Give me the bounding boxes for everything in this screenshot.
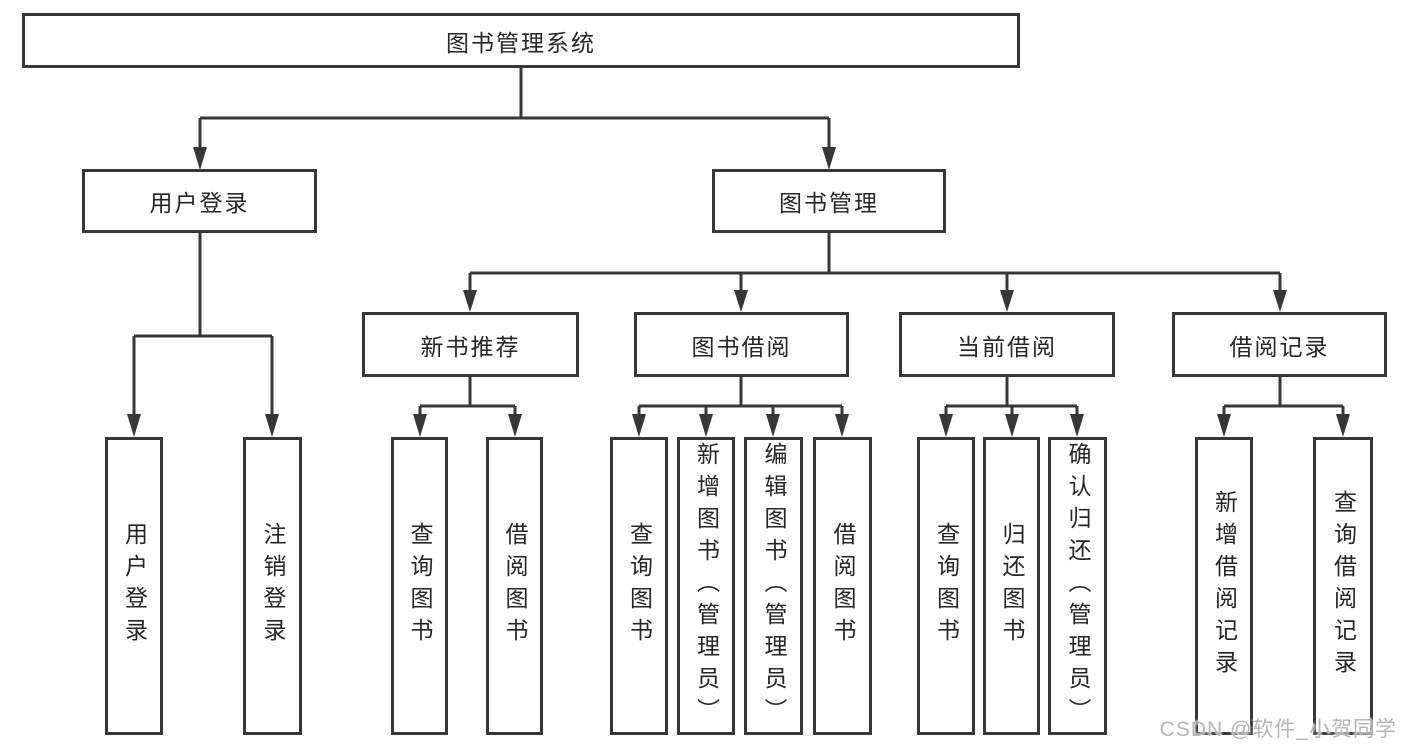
arrow-down-icon — [127, 414, 141, 437]
arrow-down-icon — [1070, 414, 1084, 437]
connector-records-children — [1222, 377, 1345, 416]
node-library-system: 图书管理系统 — [22, 13, 1020, 68]
arrow-down-icon — [939, 414, 953, 437]
node-recommend-borrow-book: 借阅图书 — [486, 437, 543, 735]
connector-user-login-children — [132, 233, 274, 416]
node-logout: 注销登录 — [243, 437, 302, 735]
node-records-query-record: 查询借阅记录 — [1313, 437, 1373, 735]
arrow-down-icon — [822, 147, 836, 170]
arrow-down-icon — [1005, 414, 1019, 437]
node-current-return-book: 归还图书 — [983, 437, 1040, 735]
arrow-down-icon — [1336, 414, 1350, 437]
node-user-login: 用户登录 — [82, 169, 317, 233]
arrow-down-icon — [463, 290, 477, 312]
arrow-down-icon — [766, 414, 780, 437]
node-current-query-book: 查询图书 — [917, 437, 975, 735]
arrow-down-icon — [734, 290, 748, 312]
arrowheads — [127, 147, 1350, 437]
connector-root-to-level2 — [198, 68, 831, 150]
arrow-down-icon — [265, 414, 279, 437]
connector-recommend-children — [418, 377, 517, 416]
node-current-borrow: 当前借阅 — [899, 312, 1115, 377]
node-borrow-records: 借阅记录 — [1172, 312, 1387, 377]
connector-borrow-children — [637, 377, 844, 416]
node-book-management: 图书管理 — [712, 169, 946, 233]
node-login: 用户登录 — [105, 437, 163, 735]
arrow-down-icon — [699, 414, 713, 437]
arrow-down-icon — [413, 414, 427, 437]
csdn-watermark: CSDN @软件_小贺同学 — [1159, 718, 1397, 741]
node-new-book-recommend: 新书推荐 — [362, 312, 579, 377]
node-borrow-add-book-admin: 新增图书（管理员） — [677, 437, 735, 735]
connector-book-management-children — [468, 233, 1282, 292]
node-borrow-query-book: 查询图书 — [610, 437, 668, 735]
node-book-borrow: 图书借阅 — [634, 312, 849, 377]
node-records-add-record: 新增借阅记录 — [1195, 437, 1253, 735]
arrow-down-icon — [1217, 414, 1231, 437]
arrow-down-icon — [1000, 290, 1014, 312]
connector-current-children — [944, 377, 1079, 416]
arrow-down-icon — [835, 414, 849, 437]
arrow-down-icon — [1273, 290, 1287, 312]
node-borrow-borrow-book: 借阅图书 — [813, 437, 872, 735]
arrow-down-icon — [632, 414, 646, 437]
node-borrow-edit-book-admin: 编辑图书（管理员） — [744, 437, 803, 735]
node-current-confirm-return-admin: 确认归还（管理员） — [1048, 437, 1107, 735]
arrow-down-icon — [508, 414, 522, 437]
node-recommend-query-book: 查询图书 — [391, 437, 448, 735]
arrow-down-icon — [193, 147, 207, 170]
